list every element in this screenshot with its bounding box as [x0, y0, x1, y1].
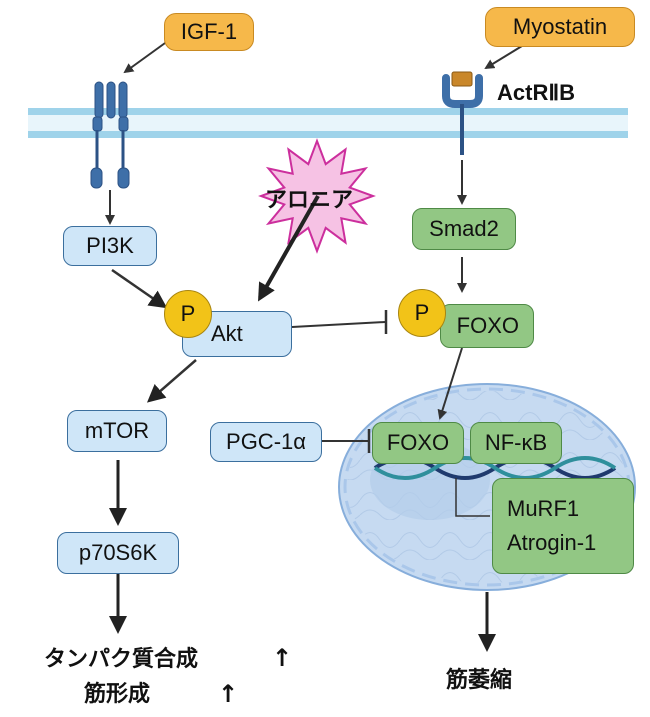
igf-receptor-icon — [90, 81, 130, 189]
foxo-nucleus-node: FOXO — [372, 422, 464, 464]
muscle-formation-up-icon: ↑ — [218, 680, 239, 708]
murf1-label: MuRF1 — [507, 496, 580, 521]
igf1-node: IGF-1 — [164, 13, 254, 51]
cell-membrane — [28, 108, 628, 138]
foxo-phospho-icon: P — [398, 289, 446, 337]
foxo-cytoplasm-node: FOXO — [440, 304, 534, 348]
akt-phospho-icon: P — [164, 290, 212, 338]
murf1-atrogin1-node: MuRF1 Atrogin-1 — [492, 478, 634, 574]
mtor-node: mTOR — [67, 410, 167, 452]
muscle-formation-label: 筋形成 — [84, 682, 151, 707]
protein-synthesis-label: タンパク質合成 — [44, 647, 199, 672]
actr2b-label: ActRⅡB — [497, 80, 576, 105]
pgc1a-node: PGC-1α — [210, 422, 322, 462]
nfkb-node: NF-κB — [470, 422, 562, 464]
aronia-label: アロニア — [265, 188, 354, 213]
myostatin-node: Myostatin — [485, 7, 635, 47]
actr2b-receptor-icon — [442, 71, 483, 155]
protein-synthesis-up-icon: ↑ — [272, 644, 293, 672]
p70s6k-node: p70S6K — [57, 532, 179, 574]
smad2-node: Smad2 — [412, 208, 516, 250]
atrogin1-label: Atrogin-1 — [507, 530, 597, 555]
pi3k-node: PI3K — [63, 226, 157, 266]
pathway-arrows — [105, 37, 536, 652]
muscle-atrophy-label: 筋萎縮 — [446, 668, 513, 693]
